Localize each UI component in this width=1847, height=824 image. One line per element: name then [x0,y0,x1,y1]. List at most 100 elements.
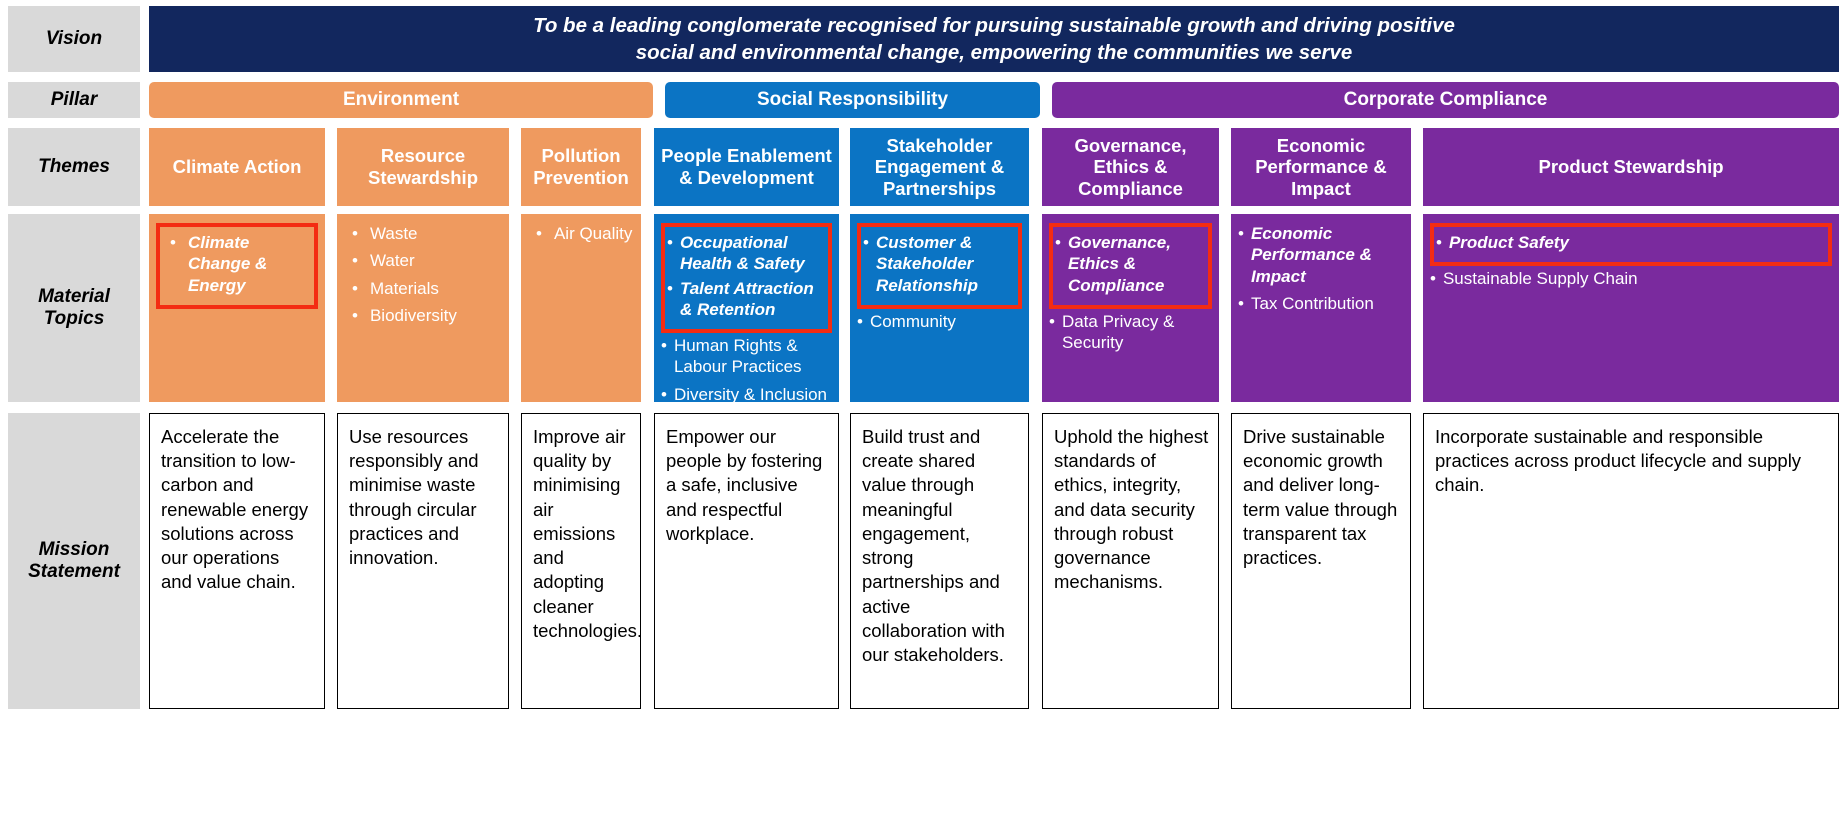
material-topics-list: • Climate Change & Energy •Waste •Water •Mat… [149,214,1839,405]
mission-statement-text: Drive sustainable economic growth and de… [1243,426,1398,569]
bullet-icon: • [857,311,863,331]
material-topic-label: Air Quality [553,224,633,243]
material-topic-label: Occupational Health & Safety [679,233,805,274]
theme-label: People Enablement & Development [661,145,832,188]
mission-statement-economic-performance-impact: Drive sustainable economic growth and de… [1231,413,1411,709]
material-topic-talent-attraction-retention[interactable]: • Talent Attraction & Retention [667,278,824,321]
material-topic-data-privacy-security[interactable]: •Data Privacy & Security [1049,311,1212,354]
material-topic-diversity-inclusion[interactable]: •Diversity & Inclusion [661,384,832,405]
bullet-icon: • [352,224,358,243]
bullet-icon: • [667,278,673,298]
material-topic-label: Human Rights & Labour Practices [673,336,802,377]
theme-label: Pollution Prevention [533,145,629,188]
mission-statement-text: Build trust and create shared value thro… [862,426,1005,666]
vision-line-1: To be a leading conglomerate recognised … [533,13,1455,37]
material-topic-label: Economic Performance & Impact [1250,224,1372,286]
material-topic-label: Sustainable Supply Chain [1442,269,1638,289]
material-topic-materials[interactable]: •Materials [344,278,502,299]
theme-stakeholder-engagement-partnerships[interactable]: Stakeholder Engagement & Partnerships [850,128,1029,206]
material-topic-climate-change-energy[interactable]: • Climate Change & Energy [162,232,310,296]
material-topic-occupational-health-safety[interactable]: • Occupational Health & Safety [667,232,824,275]
themes-row: Themes Climate Action Resource Stewardshi… [8,128,1839,206]
theme-label: Economic Performance & Impact [1255,134,1387,199]
bullet-icon: • [1055,233,1061,252]
material-topic-label: Diversity & Inclusion [673,384,828,404]
highlighted-topic-group: •Customer & Stakeholder Relationship [857,223,1022,309]
theme-economic-performance-impact[interactable]: Economic Performance & Impact [1231,128,1411,206]
row-label-themes: Themes [8,128,140,206]
mission-statement-governance-ethics-compliance: Uphold the highest standards of ethics, … [1042,413,1219,709]
material-topic-governance-ethics-compliance[interactable]: • Governance, Ethics & Compliance [1055,232,1204,296]
mission-statement-list: Accelerate the transition to low-carbon … [149,413,1839,709]
highlighted-topic-group: • Product Safety [1430,223,1832,267]
material-topic-label: Talent Attraction & Retention [679,278,814,319]
theme-people-enablement-development[interactable]: People Enablement & Development [654,128,839,206]
material-topic-water[interactable]: •Water [344,250,502,271]
theme-label: Stakeholder Engagement & Partnerships [874,134,1005,199]
material-topic-label: Biodiversity [369,305,457,325]
topic-group: • Air Quality [528,223,634,244]
material-topic-community[interactable]: •Community [857,311,1022,332]
material-topics-pollution-prevention: • Air Quality [521,214,641,402]
topic-group: •Waste•Water•Materials•Biodiversity [344,223,502,326]
material-topic-waste[interactable]: •Waste [344,223,502,244]
topic-group: • Human Rights & Labour Practices •Diversi… [661,335,832,405]
theme-label: Resource Stewardship [368,145,478,188]
mission-statement-text: Empower our people by fostering a safe, … [666,426,823,544]
pillar-corporate-compliance[interactable]: Corporate Compliance [1052,82,1839,118]
bullet-icon: • [1049,311,1055,331]
mission-statement-text: Uphold the highest standards of ethics, … [1054,426,1209,593]
bullet-icon: • [667,233,673,252]
bullet-icon: • [352,251,358,271]
material-topic-label: Product Safety [1448,233,1569,252]
pillar-social-responsibility[interactable]: Social Responsibility [665,82,1040,118]
material-topic-label: Tax Contribution [1250,293,1374,313]
theme-climate-action[interactable]: Climate Action [149,128,325,206]
topic-group: • Tax Contribution [1238,293,1404,314]
theme-pollution-prevention[interactable]: Pollution Prevention [521,128,641,206]
pillar-row: Pillar Environment Social Responsibility… [8,82,1839,118]
material-topic-customer-stakeholder-relationship[interactable]: •Customer & Stakeholder Relationship [863,232,1014,296]
theme-governance-ethics-compliance[interactable]: Governance, Ethics & Compliance [1042,128,1219,206]
material-topic-label: Climate Change & Energy [187,233,268,295]
material-topics-governance-ethics-compliance: • Governance, Ethics & Compliance •Data Pr… [1042,214,1219,402]
material-topic-human-rights-labour-practices[interactable]: • Human Rights & Labour Practices [661,335,832,378]
theme-product-stewardship[interactable]: Product Stewardship [1423,128,1839,206]
material-topics-product-stewardship: •Product Safety•Sustainable Supply Chain [1423,214,1839,402]
row-label-vision: Vision [8,6,140,72]
material-topics-resource-stewardship: •Waste•Water•Materials•Biodiversity [337,214,509,402]
highlighted-topic-group: • Climate Change & Energy [156,223,318,309]
material-topic-biodiversity[interactable]: •Biodiversity [344,305,502,326]
vision-line-2: social and environmental change, empower… [635,41,1353,64]
bullet-icon: • [1430,269,1436,289]
bullet-icon: • [536,224,542,243]
bullet-icon: • [1238,293,1244,313]
mission-statement-text: Incorporate sustainable and responsible … [1435,426,1802,496]
mission-statement-pollution-prevention: Improve air quality by minimising air em… [521,413,641,709]
material-topic-sustainable-supply-chain[interactable]: • Sustainable Supply Chain [1430,268,1832,289]
bullet-icon: • [1238,224,1244,243]
material-topic-product-safety[interactable]: • Product Safety [1436,232,1824,253]
mission-statement-stakeholder-engagement-partnerships: Build trust and create shared value thro… [850,413,1029,709]
pillar-environment[interactable]: Environment [149,82,653,118]
mission-statement-text: Improve air quality by minimising air em… [533,426,641,641]
material-topic-label: Governance, Ethics & Compliance [1067,233,1171,295]
bullet-icon: • [170,233,176,252]
theme-resource-stewardship[interactable]: Resource Stewardship [337,128,509,206]
theme-label: Climate Action [172,156,302,178]
material-topic-economic-performance-impact[interactable]: • Economic Performance & Impact [1238,223,1404,287]
vision-statement: To be a leading conglomerate recognised … [149,6,1839,72]
mission-statement-climate-action: Accelerate the transition to low-carbon … [149,413,325,709]
mission-statement-text: Accelerate the transition to low-carbon … [161,426,309,593]
bullet-icon: • [352,278,358,298]
material-topic-tax-contribution[interactable]: • Tax Contribution [1238,293,1404,314]
themes-list: Climate Action Resource Stewardship Pollut… [149,128,1839,206]
material-topics-people-enablement-development: • Occupational Health & Safety • Talent Att… [654,214,839,405]
bullet-icon: • [1436,233,1442,252]
material-topic-air-quality[interactable]: • Air Quality [528,223,634,244]
bullet-icon: • [661,336,667,355]
theme-label: Governance, Ethics & Compliance [1074,134,1187,199]
